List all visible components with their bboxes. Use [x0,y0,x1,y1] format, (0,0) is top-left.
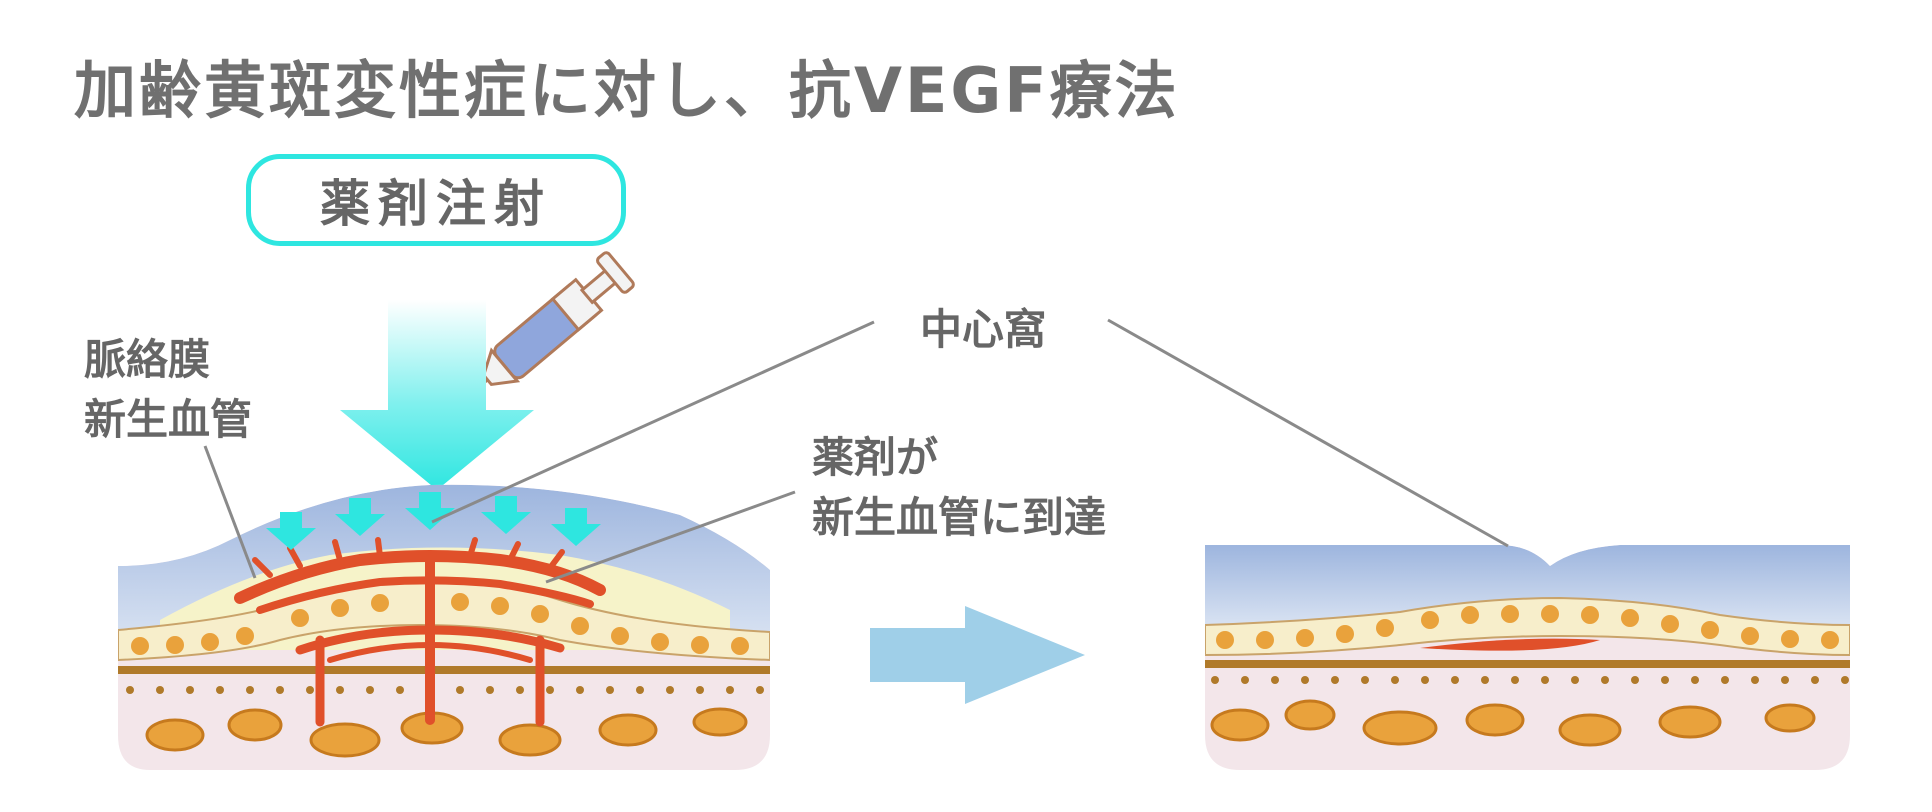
cnv-label-line2: 新生血管 [84,395,253,444]
cnv-vessels [234,537,606,727]
injection-label-box: 薬剤注射 [246,154,626,246]
progress-arrow [870,606,1085,704]
page-title: 加齢黄斑変性症に対し、抗VEGF療法 [74,54,1180,127]
fovea-label: 中心窩 [920,305,1047,354]
leader-lines [203,318,1509,584]
regressed-cnv [1420,638,1600,651]
right-rpe-cells [1205,596,1850,657]
cnv-label: 脈絡膜 新生血管 [84,330,252,450]
reach-label: 薬剤が 新生血管に到達 [812,428,1106,548]
cnv-label-line1: 脈絡膜 [84,335,211,384]
right-choroid-vessels [1210,699,1816,747]
right-retina-section [1205,545,1850,770]
injection-label: 薬剤注射 [320,175,552,233]
reach-label-line1: 薬剤が [812,433,939,482]
injection-arrow [340,300,534,490]
left-retina-section [118,484,770,770]
small-drug-arrows [266,492,601,550]
reach-label-line2: 新生血管に到達 [812,493,1107,542]
